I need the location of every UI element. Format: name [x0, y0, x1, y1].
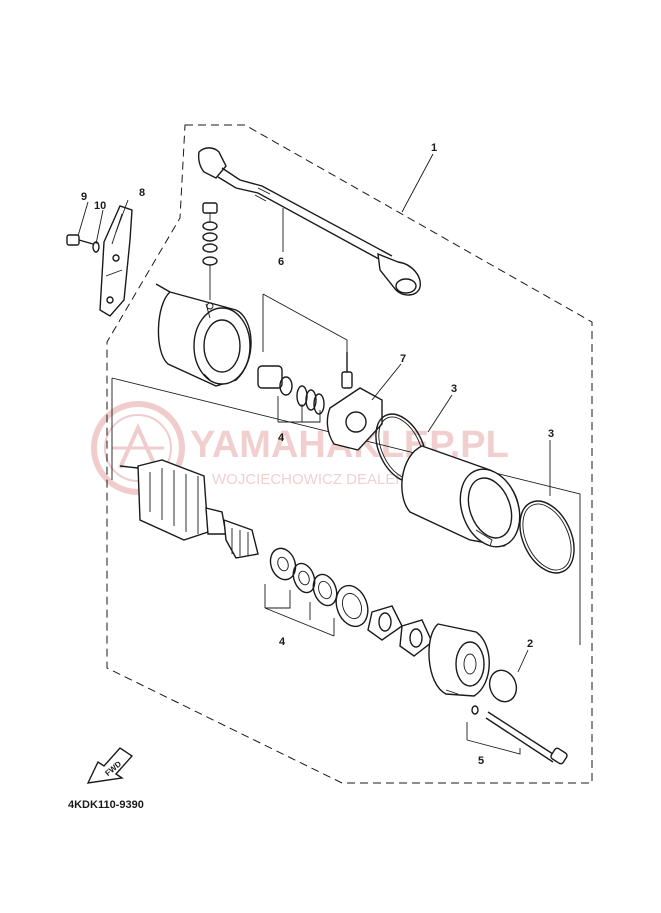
callout-6: 6	[278, 256, 284, 268]
callout-3a: 3	[451, 383, 457, 395]
callout-1: 1	[431, 142, 437, 154]
fwd-arrow-icon: FWD	[86, 747, 134, 784]
through-bolt	[471, 705, 568, 765]
callout-2: 2	[527, 638, 533, 650]
starter-bracket	[99, 205, 133, 317]
shim-washer-group	[269, 547, 433, 657]
callout-3b: 3	[548, 428, 554, 440]
callout-8: 8	[139, 187, 145, 199]
armature-bracket-lines	[111, 377, 581, 645]
yoke-housing	[401, 445, 521, 548]
lead-wire	[197, 147, 421, 300]
o-ring-rear	[519, 500, 575, 574]
callouts: 1 2 3 3 4 4 5 6 7 8 9 10	[81, 142, 554, 767]
callout-9: 9	[81, 191, 87, 203]
leader-lines	[77, 153, 551, 755]
callout-5: 5	[478, 755, 484, 767]
callout-10: 10	[94, 200, 106, 212]
callout-7: 7	[400, 353, 406, 365]
front-cover	[155, 283, 252, 387]
bracket-bolt	[66, 234, 94, 246]
diagram-code: 4KDK110-9390	[68, 799, 144, 811]
o-ring-small	[488, 669, 518, 703]
brush-holder-group	[257, 352, 383, 451]
callout-4b: 4	[279, 636, 286, 648]
armature	[119, 459, 259, 559]
rear-cover	[428, 623, 490, 697]
callout-4a: 4	[278, 432, 285, 444]
assembly-boundary	[106, 124, 593, 784]
